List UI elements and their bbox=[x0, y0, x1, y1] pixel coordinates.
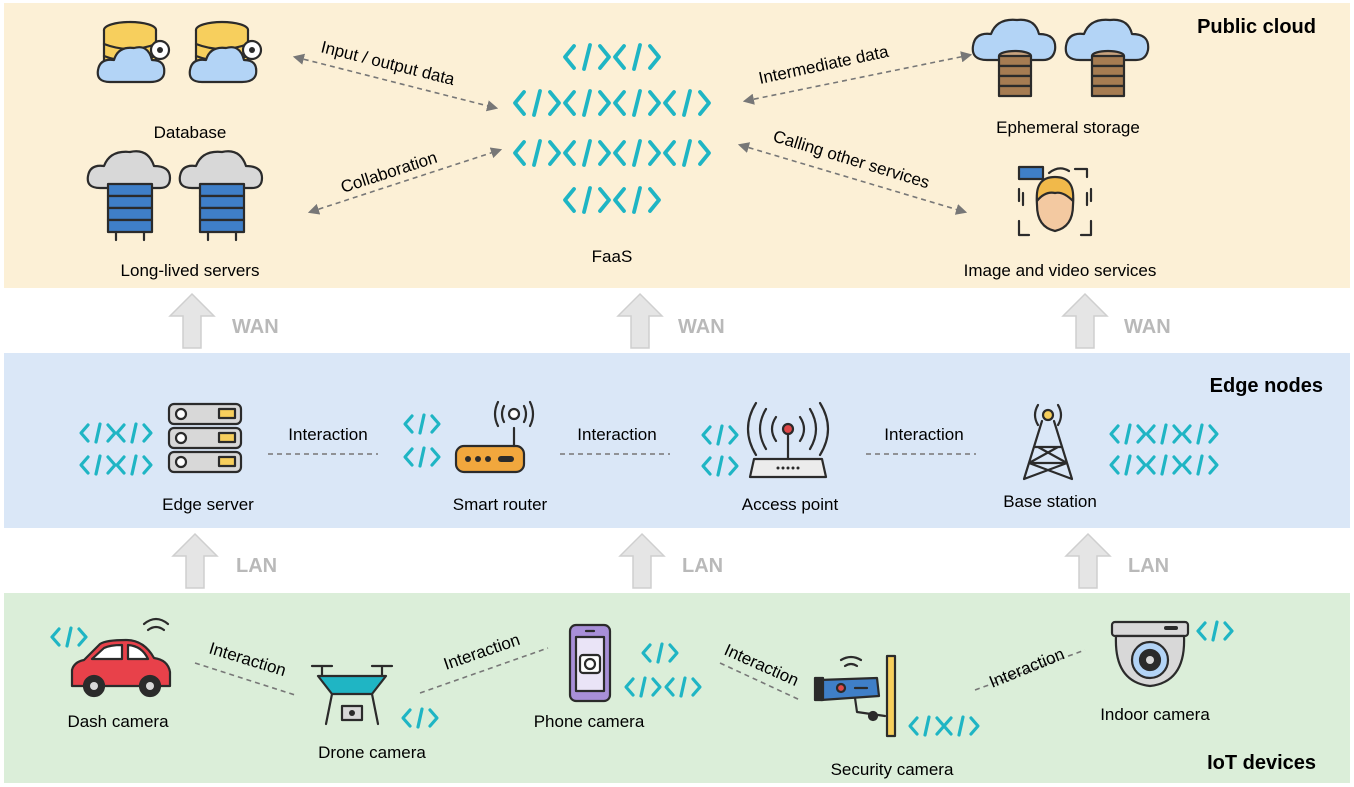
wan-link-2: WAN bbox=[617, 293, 725, 349]
ephemeral-storage-icon bbox=[971, 18, 1150, 98]
cloud-layer-title: Public cloud bbox=[1197, 16, 1316, 38]
image-video-services-label: Image and video services bbox=[964, 261, 1157, 280]
edge-server-icon bbox=[167, 402, 243, 474]
long-lived-servers-label: Long-lived servers bbox=[121, 261, 260, 280]
edge-interaction-label-1: Interaction bbox=[288, 425, 367, 444]
base-station-icon bbox=[1022, 403, 1074, 481]
lan-link-2: LAN bbox=[619, 533, 723, 589]
faas-label: FaaS bbox=[592, 247, 633, 266]
security-camera-label: Security camera bbox=[831, 760, 954, 779]
svg-text:WAN: WAN bbox=[678, 316, 725, 338]
security-camera-icon bbox=[813, 654, 897, 738]
smart-router-icon bbox=[454, 400, 535, 474]
access-point-label: Access point bbox=[742, 495, 839, 514]
indoor-camera-label: Indoor camera bbox=[1100, 705, 1210, 724]
svg-text:LAN: LAN bbox=[1128, 555, 1169, 577]
dome-camera-icon bbox=[1110, 620, 1190, 688]
database-label: Database bbox=[154, 123, 227, 142]
edge-interaction-label-3: Interaction bbox=[884, 425, 963, 444]
car-icon bbox=[70, 617, 172, 698]
lan-link-1: LAN bbox=[172, 533, 277, 589]
wan-link-1: WAN bbox=[169, 293, 279, 349]
drone-icon bbox=[310, 664, 394, 726]
svg-text:LAN: LAN bbox=[682, 555, 723, 577]
smart-router-label: Smart router bbox=[453, 495, 548, 514]
lan-link-3: LAN bbox=[1065, 533, 1169, 589]
access-point-icon bbox=[746, 401, 830, 479]
edge-layer-title: Edge nodes bbox=[1210, 375, 1323, 397]
drone-camera-label: Drone camera bbox=[318, 743, 426, 762]
ephemeral-storage-label: Ephemeral storage bbox=[996, 118, 1140, 137]
edge-server-label: Edge server bbox=[162, 495, 254, 514]
wan-link-3: WAN bbox=[1062, 293, 1171, 349]
long-lived-servers-icon bbox=[86, 150, 264, 242]
iot-interaction-line-2 bbox=[419, 647, 549, 694]
database-icon bbox=[96, 20, 263, 84]
svg-text:WAN: WAN bbox=[1124, 316, 1171, 338]
phone-icon bbox=[568, 623, 612, 703]
edge-interaction-label-2: Interaction bbox=[577, 425, 656, 444]
dash-camera-label: Dash camera bbox=[67, 712, 169, 731]
svg-text:LAN: LAN bbox=[236, 555, 277, 577]
phone-camera-label: Phone camera bbox=[534, 712, 645, 731]
face-scan-icon bbox=[1017, 165, 1093, 237]
iot-interaction-line-4 bbox=[974, 649, 1086, 691]
iot-layer-title: IoT devices bbox=[1207, 752, 1316, 774]
cloud-connectors bbox=[292, 51, 973, 215]
svg-text:WAN: WAN bbox=[232, 316, 279, 338]
iot-interaction-line-3 bbox=[719, 662, 801, 701]
base-station-label: Base station bbox=[1003, 492, 1097, 511]
